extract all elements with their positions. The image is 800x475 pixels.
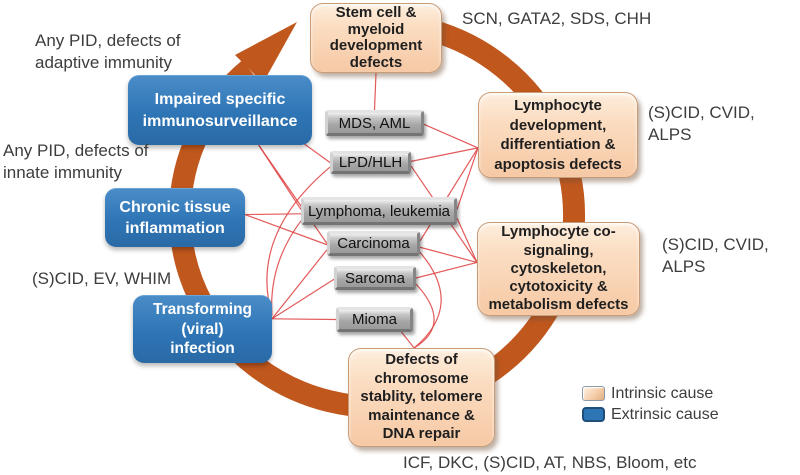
annotation-icf-dkc-bottom: ICF, DKC, (S)CID, AT, NBS, Bloom, etc: [403, 453, 697, 472]
node-lymphocyte-development-defects: Lymphocyte development, differentiation …: [478, 92, 638, 178]
legend-label-extrinsic: Extrinsic cause: [611, 405, 719, 423]
node-lymphocyte-cosignaling-defects: Lymphocyte co- signaling, cytoskeleton, …: [477, 222, 640, 316]
connector-lymph_dev-to-lymphoma: [456, 147, 479, 210]
connector-lymph_cosig-to-sarcoma: [415, 261, 478, 279]
annotation-scn-gata2-sds-chh: SCN, GATA2, SDS, CHH: [462, 9, 652, 28]
legend-item-intrinsic: Intrinsic cause: [582, 385, 719, 403]
annotation-scid-cvid-alps-1: (S)CID, CVID, ALPS: [648, 103, 755, 145]
annotation-scid-cvid-alps-2: (S)CID, CVID, ALPS: [662, 235, 769, 277]
extrinsic-cause-swatch-icon: [582, 406, 605, 422]
node-chromosome-stability-dna-repair-defects: Defects of chromosome stablity, telomere…: [348, 348, 495, 447]
node-lpd-hlh: LPD/HLH: [330, 151, 411, 174]
cycle-arrowhead-icon: [235, 22, 297, 83]
connector-transforming-to-carcinoma: [271, 249, 328, 320]
connector-transforming-to-mioma: [271, 318, 337, 321]
node-impaired-immunosurveillance: Impaired specific immunosurveillance: [128, 75, 312, 145]
annotation-adaptive-immunity: Any PID, defects of adaptive immunity: [35, 31, 181, 73]
node-lymphoma-leukemia: Lymphoma, leukemia: [301, 197, 457, 225]
annotation-innate-immunity: Any PID, defects of innate immunity: [3, 141, 149, 183]
connector-lymph_cosig-to-carcinoma: [419, 246, 478, 263]
intrinsic-cause-swatch-icon: [582, 386, 605, 402]
annotation-scid-ev-whim: (S)CID, EV, WHIM: [32, 269, 172, 288]
connector-lymph_dev-to-mds: [423, 123, 479, 149]
node-sarcoma: Sarcoma: [334, 266, 416, 290]
connector-impaired-to-carcinoma: [258, 144, 328, 244]
legend: Intrinsic cause Extrinsic cause: [582, 385, 719, 426]
connector-chromosome-to-sarcoma: [413, 283, 435, 349]
node-mds-aml: MDS, AML: [325, 110, 424, 136]
legend-item-extrinsic: Extrinsic cause: [582, 406, 719, 424]
node-transforming-viral-infection: Transforming (viral) infection: [133, 295, 272, 363]
connector-stem_cell-to-mds: [373, 72, 377, 111]
node-carcinoma: Carcinoma: [327, 231, 420, 256]
node-chronic-tissue-inflammation: Chronic tissue inflammation: [105, 188, 245, 247]
connector-impaired-to-lymphoma: [258, 144, 302, 210]
connector-transforming-to-lymphoma: [271, 220, 302, 316]
node-mioma: Mioma: [336, 307, 413, 332]
connector-impaired-to-lpd: [302, 142, 331, 163]
connector-lymph_dev-to-carcinoma: [419, 147, 479, 242]
connector-chromosome-to-carcinoma: [413, 251, 442, 349]
connector-lymph_cosig-to-lymphoma: [456, 217, 478, 263]
connector-lymph_dev-to-lpd: [410, 147, 479, 162]
connector-transforming-to-sarcoma: [271, 278, 335, 320]
connector-chromosome-to-mioma: [400, 331, 415, 349]
connector-chronic-to-lymphoma: [244, 213, 302, 216]
legend-label-intrinsic: Intrinsic cause: [611, 385, 714, 402]
node-stem-cell-myeloid-development-defects: Stem cell & myeloid development defects: [310, 3, 442, 73]
connector-transforming-to-lpd: [266, 166, 331, 316]
